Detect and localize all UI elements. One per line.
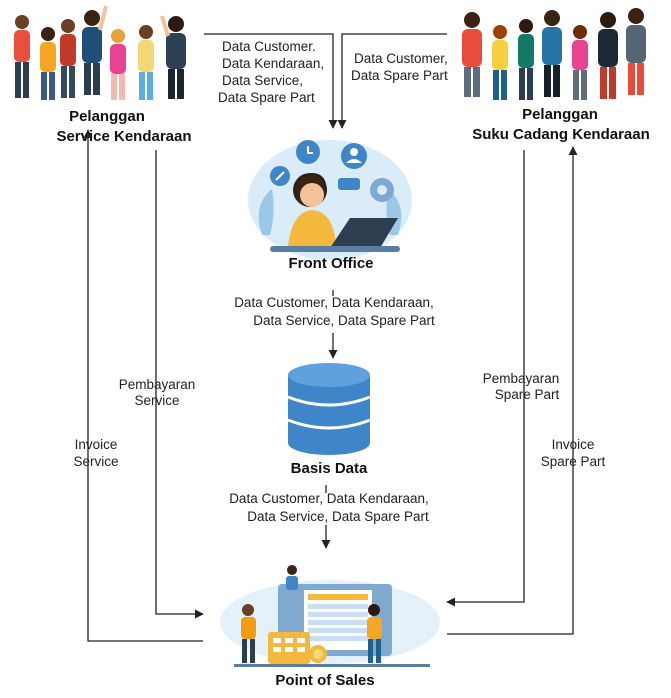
arrow-invoice-spare-part bbox=[447, 146, 578, 635]
pelanggan-service-title-line1: Pelanggan bbox=[69, 108, 145, 125]
arrow-pembayaran-spare-part bbox=[446, 150, 525, 607]
pelanggan-suku-title-line2: Suku Cadang Kendaraan bbox=[472, 126, 650, 143]
svg-text:Service: Service bbox=[134, 393, 179, 408]
svg-text:Pembayaran: Pembayaran bbox=[119, 377, 196, 392]
svg-text:Data Customer, Data Kendaraan,: Data Customer, Data Kendaraan, bbox=[229, 491, 429, 506]
pelanggan-suku-title-line1: Pelanggan bbox=[522, 106, 598, 123]
arrow-invoice-service bbox=[83, 129, 203, 642]
svg-text:Data Spare Part: Data Spare Part bbox=[351, 68, 448, 83]
arrow-service-to-front-office bbox=[204, 33, 338, 129]
svg-text:Data Service, Data Spare Part: Data Service, Data Spare Part bbox=[253, 313, 435, 328]
edge-label-invoice-service: Invoice Service bbox=[73, 437, 118, 469]
svg-text:Spare Part: Spare Part bbox=[495, 387, 560, 402]
point-of-sales-illustration bbox=[220, 565, 440, 667]
edge-label-database-to-pos: Data Customer, Data Kendaraan, Data Serv… bbox=[229, 491, 429, 524]
customer-group-illustration-left bbox=[14, 5, 186, 100]
front-office-illustration bbox=[248, 140, 412, 260]
database-icon bbox=[287, 363, 371, 455]
point-of-sales-title: Point of Sales bbox=[275, 672, 374, 689]
arrow-suku-to-front-office bbox=[337, 33, 447, 129]
edge-label-suku-to-front-office: Data Customer, Data Spare Part bbox=[351, 51, 448, 83]
svg-text:Data Customer,: Data Customer, bbox=[354, 51, 448, 66]
svg-text:Data Service,: Data Service, bbox=[222, 73, 303, 88]
edge-label-front-office-to-database: Data Customer, Data Kendaraan, Data Serv… bbox=[234, 295, 435, 328]
edge-label-pembayaran-service: Pembayaran Service bbox=[119, 377, 196, 408]
arrow-pembayaran-service bbox=[155, 150, 204, 619]
pelanggan-service-title-line2: Service Kendaraan bbox=[56, 128, 191, 145]
svg-text:Invoice: Invoice bbox=[75, 437, 118, 452]
edge-label-service-to-front-office: Data Customer. Data Kendaraan, Data Serv… bbox=[218, 39, 324, 105]
svg-text:Data Service, Data Spare Part: Data Service, Data Spare Part bbox=[247, 509, 429, 524]
svg-text:Data Kendaraan,: Data Kendaraan, bbox=[222, 56, 324, 71]
front-office-title: Front Office bbox=[289, 255, 374, 272]
svg-text:Data Spare Part: Data Spare Part bbox=[218, 90, 315, 105]
customer-group-illustration-right bbox=[462, 8, 646, 100]
svg-text:Service: Service bbox=[73, 454, 118, 469]
basis-data-title: Basis Data bbox=[291, 460, 368, 477]
svg-text:Data Customer.: Data Customer. bbox=[222, 39, 316, 54]
edge-label-pembayaran-spare-part: Pembayaran Spare Part bbox=[483, 371, 560, 402]
svg-text:Data Customer, Data Kendaraan,: Data Customer, Data Kendaraan, bbox=[234, 295, 434, 310]
svg-text:Pembayaran: Pembayaran bbox=[483, 371, 560, 386]
